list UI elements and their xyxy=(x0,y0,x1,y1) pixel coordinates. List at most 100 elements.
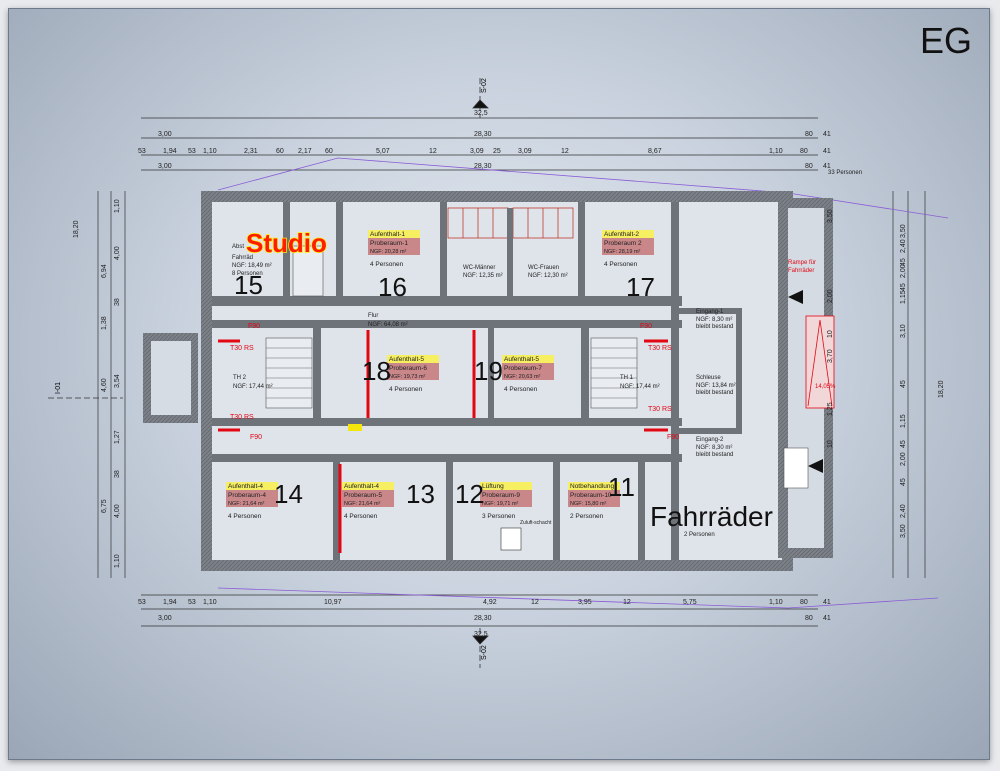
room-persons: 4 Personen xyxy=(389,386,423,393)
room-proberaum: Proberaum-9 xyxy=(482,492,520,499)
room-proberaum: Proberaum-10 xyxy=(570,492,612,499)
room-number: 13 xyxy=(406,479,435,509)
room-persons: 4 Personen xyxy=(228,513,262,520)
label-33-persons: 33 Personen xyxy=(828,170,862,176)
dimension-text: 2,31 xyxy=(244,148,258,155)
room-name: Aufenthalt-1 xyxy=(370,231,405,238)
room-area-highlight xyxy=(342,490,394,507)
label-rampe: Rampe für xyxy=(788,260,816,266)
dimension-text: 53 xyxy=(188,599,196,606)
label-wc-maenner: WC-Männer xyxy=(463,265,495,271)
room-proberaum: Proberaum-4 xyxy=(228,492,266,499)
door-label: T30 RS xyxy=(230,414,254,421)
dimension-text: 10,97 xyxy=(324,599,342,606)
room-number: 17 xyxy=(626,272,655,302)
room-area: NGF: 21,64 m² xyxy=(344,501,381,507)
room-name: Aufenthalt-5 xyxy=(389,356,424,363)
label-ramp-percent: 14,05% xyxy=(815,384,836,390)
label-zuluft: Zuluft-schacht xyxy=(520,520,552,526)
fire-door-lines xyxy=(218,330,668,553)
room-proberaum: Proberaum-1 xyxy=(370,240,408,247)
stairs xyxy=(265,245,638,409)
dimension-text: 1,10 xyxy=(769,148,783,155)
dimension-text: 41 xyxy=(823,599,831,606)
dimension-text: 1,15 xyxy=(900,290,907,304)
ramp xyxy=(805,315,835,409)
section-label-left: I-01 xyxy=(55,382,62,394)
dimension-text: 28,30 xyxy=(474,163,492,170)
room-area-highlight xyxy=(602,238,654,255)
dimension-text: 3,54 xyxy=(114,374,121,388)
room-name-highlight xyxy=(368,230,420,238)
label-eingang-2-ngf: NGF: 8,30 m² xyxy=(696,445,732,451)
dimension-text: 4,00 xyxy=(114,246,121,260)
dimension-text: 38 xyxy=(114,470,121,478)
room-name-highlight xyxy=(568,482,620,490)
dimension-lines-left xyxy=(97,191,126,578)
label-eingang-2-bestand: bleibt bestand xyxy=(696,452,733,458)
room-name: Lüftung xyxy=(482,483,504,490)
dimension-text: 18,20 xyxy=(73,220,80,238)
dimension-text: 2,00 xyxy=(900,452,907,466)
dimension-text: 80 xyxy=(805,163,813,170)
room-area: NGF: 28,19 m² xyxy=(604,249,641,255)
room-proberaum: Proberaum-5 xyxy=(344,492,382,499)
dimension-text: 41 xyxy=(823,131,831,138)
dimension-text: 2,40 xyxy=(900,504,907,518)
dimension-text: 2,00 xyxy=(900,264,907,278)
label-eingang-1: Eingang-1 xyxy=(696,309,724,315)
dimension-text: 3,00 xyxy=(158,163,172,170)
interior-walls xyxy=(212,202,742,560)
dimension-text: 1,38 xyxy=(101,316,108,330)
room-area-highlight xyxy=(368,238,420,255)
dimension-text: 12 xyxy=(623,599,631,606)
room-number: 18 xyxy=(362,356,391,386)
dimension-text: 25 xyxy=(493,148,501,155)
dimension-text: 3,50 xyxy=(900,524,907,538)
room-name-highlight xyxy=(226,482,278,490)
label-schleuse: Schleuse xyxy=(696,375,721,381)
room-area-highlight xyxy=(387,363,439,380)
dimension-text: 1,15 xyxy=(900,414,907,428)
room-persons: 2 Personen xyxy=(570,513,604,520)
room-name-highlight xyxy=(502,355,554,363)
dimension-lines-top xyxy=(141,117,818,171)
label-ngf-15: NGF: 18,49 m² xyxy=(232,263,272,269)
label-eingang-1-ngf: NGF: 8,30 m² xyxy=(696,317,732,323)
dimension-text: 60 xyxy=(276,148,284,155)
label-abst: Abst xyxy=(232,244,244,250)
room-persons: 3 Personen xyxy=(482,513,516,520)
dimension-text: 45 xyxy=(900,380,907,388)
room-number: 19 xyxy=(474,356,503,386)
dimension-text: 41 xyxy=(823,163,831,170)
room-name: Notbehandlung xyxy=(570,483,614,490)
room-persons: 4 Personen xyxy=(604,261,638,268)
section-label-bottom: S-02 xyxy=(481,645,488,660)
room-area: NGF: 21,64 m² xyxy=(228,501,265,507)
fahrraeder-overlay-label: Fahrräder xyxy=(650,501,773,532)
door-label: F90 xyxy=(248,323,260,330)
door-label: F90 xyxy=(250,434,262,441)
label-fahrraed: Fahrräd xyxy=(232,255,253,261)
label-th1-ngf: NGF: 17,44 m² xyxy=(620,384,660,390)
room-area-highlight xyxy=(226,490,278,507)
dimension-text: 3,09 xyxy=(470,148,484,155)
dimension-text: 10 xyxy=(827,330,834,338)
door-label: T30 RS xyxy=(230,345,254,352)
dimension-text: 1,94 xyxy=(163,599,177,606)
label-wc-maenner-ngf: NGF: 12,35 m² xyxy=(463,273,503,279)
dimension-text: 53 xyxy=(138,148,146,155)
dimension-text: 10 xyxy=(827,440,834,448)
dimension-text: 5,07 xyxy=(376,148,390,155)
dimension-text: 2,40 xyxy=(900,239,907,253)
dimension-text: 1,10 xyxy=(114,554,121,568)
dimension-text: 12 xyxy=(429,148,437,155)
label-th2: TH 2 xyxy=(233,375,247,381)
dimension-text: 45 xyxy=(900,478,907,486)
dimension-text: 6,75 xyxy=(101,499,108,513)
dimension-text: 8,67 xyxy=(648,148,662,155)
dimension-text: 60 xyxy=(325,148,333,155)
dimension-text: 1,10 xyxy=(203,148,217,155)
